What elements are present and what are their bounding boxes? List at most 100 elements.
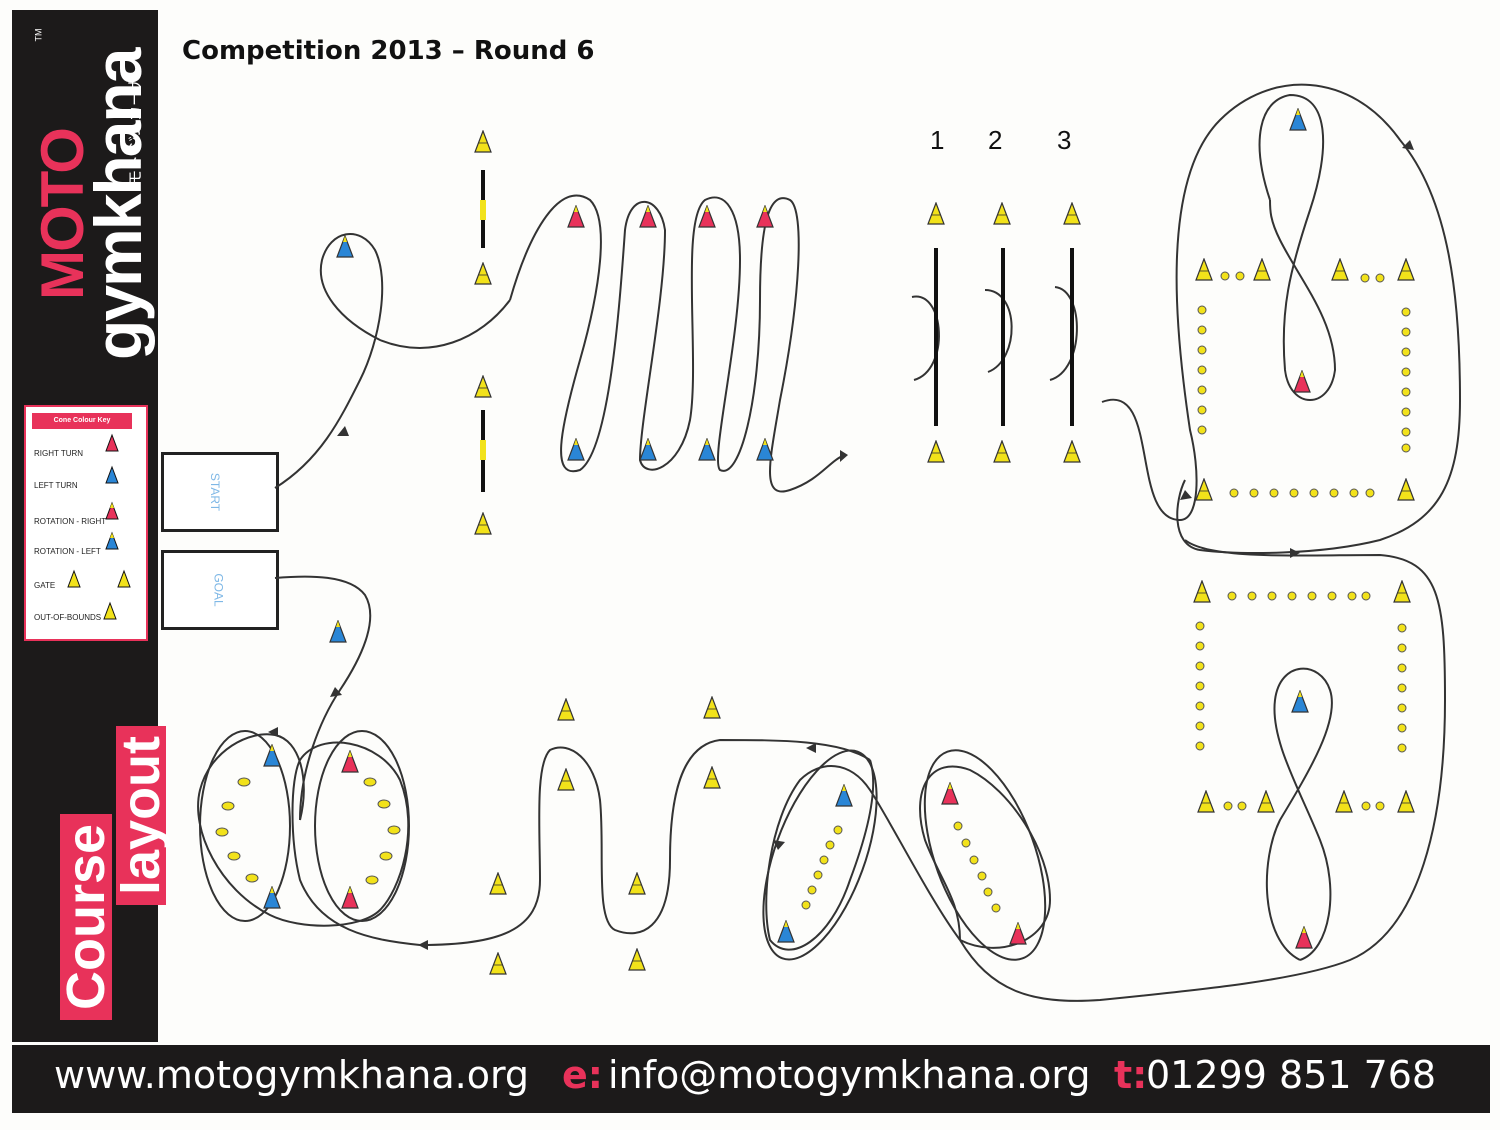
column-number-2: 2 [988, 125, 1003, 155]
path-gate-3 [1049, 286, 1078, 381]
footer-email[interactable]: info@motogymkhana.org [608, 1053, 1091, 1097]
dot [825, 840, 835, 850]
dot [1401, 367, 1411, 377]
page-title: Competition 2013 – Round 6 [182, 36, 595, 66]
cone-yellow-icon [557, 768, 575, 791]
cone-yellow-icon [474, 130, 492, 153]
dot [1401, 387, 1411, 397]
cone-yellow-icon [489, 872, 507, 895]
cone-yellow-icon [1253, 258, 1271, 281]
dot [1197, 325, 1207, 335]
dot [379, 851, 393, 861]
cone-yellow-icon [703, 766, 721, 789]
footer-website[interactable]: www.motogymkhana.org [54, 1053, 530, 1097]
dot [983, 887, 993, 897]
cone-yellow-icon [1397, 790, 1415, 813]
legend-cone-icons [67, 433, 131, 620]
rotation-right-cone-tip-icon [110, 503, 114, 508]
cone-yellow-icon [1331, 258, 1349, 281]
dot [1223, 801, 1233, 811]
oval-left [199, 730, 291, 922]
path-to-goal [274, 575, 372, 821]
cone-yellow-icon [628, 948, 646, 971]
dot [1197, 405, 1207, 415]
column-number-1: 1 [930, 125, 945, 155]
rotation-right-cone-icon [105, 501, 119, 520]
cone-yellow-icon [1257, 790, 1275, 813]
dot [991, 903, 1001, 913]
oval-right [314, 730, 410, 922]
dot [1360, 273, 1370, 283]
cone-yellow-icon [1335, 790, 1353, 813]
dot [1197, 385, 1207, 395]
cone-yellow-icon [557, 698, 575, 721]
dot [1195, 721, 1205, 731]
arrow-right-mid-icon [1180, 490, 1192, 500]
dot [237, 777, 251, 787]
dot [1401, 407, 1411, 417]
cone-blue-icon [336, 235, 354, 258]
arrow-slalom-end-icon [840, 450, 848, 462]
path-figure-eight-top [1258, 93, 1337, 401]
cone-pink-icon [567, 205, 585, 228]
footer-email-prefix: e: [562, 1053, 603, 1097]
cone-yellow-icon [1397, 258, 1415, 281]
cone-blue-icon [698, 438, 716, 461]
cone-blue-icon [777, 920, 795, 943]
dot [1220, 271, 1230, 281]
dot [1235, 271, 1245, 281]
cone-pink-icon [639, 205, 657, 228]
pole-markers [480, 200, 486, 460]
pole-b-marker [480, 440, 486, 460]
dot [1195, 741, 1205, 751]
column-number-3: 3 [1057, 125, 1072, 155]
direction-arrows [268, 140, 1414, 950]
legend-title: Cone Colour Key [32, 413, 132, 429]
cone-yellow-icon [1393, 580, 1411, 603]
dot [1397, 683, 1407, 693]
dot [1247, 591, 1257, 601]
dot [1249, 488, 1259, 498]
cones [263, 108, 1415, 975]
right-turn-cone-icon [105, 433, 119, 452]
dot [1289, 488, 1299, 498]
dot [819, 855, 829, 865]
path-figure-eight-bottom [1265, 667, 1333, 961]
cone-blue-icon [329, 620, 347, 643]
cone-yellow-icon [927, 440, 945, 463]
cone-pink-icon [1293, 370, 1311, 393]
left-turn-cone-icon [105, 465, 119, 484]
path-slalom [509, 194, 846, 493]
oval-diagonal-2 [923, 749, 1047, 961]
dot [1401, 327, 1411, 337]
cone-yellow-icon [1193, 580, 1211, 603]
cone-pink-icon [1009, 922, 1027, 945]
cone-yellow-icon [474, 262, 492, 285]
dot [1197, 365, 1207, 375]
dot [1401, 347, 1411, 357]
dot [365, 875, 379, 885]
oval-dots [215, 777, 401, 885]
cone-colour-key: Cone Colour Key RIGHT TURN LEFT TURN ROT… [24, 405, 148, 641]
path-gate-2 [984, 289, 1013, 373]
rotation-left-cone-tip-icon [110, 533, 114, 538]
arrow-loop-icon [773, 840, 785, 850]
legend-item-gate: GATE [34, 581, 56, 590]
dot [1397, 663, 1407, 673]
legend-item-right-turn: RIGHT TURN [34, 449, 84, 458]
dot [1197, 305, 1207, 315]
dot [221, 801, 235, 811]
dot [1195, 621, 1205, 631]
dot [1195, 641, 1205, 651]
cone-yellow-icon [1195, 478, 1213, 501]
cone-blue-icon [1289, 108, 1307, 131]
cone-yellow-icon [1397, 478, 1415, 501]
dot [1375, 273, 1385, 283]
boundary-dots [801, 271, 1411, 913]
cone-blue-icon [263, 744, 281, 767]
cone-yellow-icon [1197, 790, 1215, 813]
dot [1329, 488, 1339, 498]
riding-path [197, 83, 1462, 1002]
dot [813, 870, 823, 880]
